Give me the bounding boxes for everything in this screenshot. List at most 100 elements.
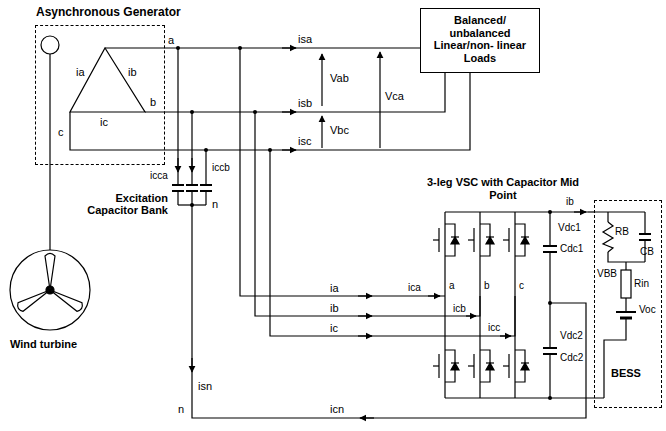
signal-label: isb bbox=[298, 97, 312, 109]
signal-label: Voc bbox=[639, 304, 656, 315]
current-arrow bbox=[177, 158, 178, 172]
signal-label: Vdc1 bbox=[558, 222, 581, 233]
generator-box: Asynchronous Generator bbox=[35, 25, 165, 165]
wire bbox=[192, 205, 586, 418]
igbt-switch bbox=[521, 363, 529, 370]
wire bbox=[165, 150, 418, 336]
wire bbox=[105, 47, 165, 48]
wire bbox=[70, 48, 145, 112]
wire bbox=[621, 270, 631, 298]
signal-label: Vbc bbox=[330, 124, 349, 136]
capacitor-plate bbox=[616, 311, 636, 313]
load-box: Balanced/ unbalanced Linear/non- linear … bbox=[420, 8, 540, 73]
wind-turbine bbox=[41, 36, 59, 54]
signal-label: VBB bbox=[597, 268, 617, 279]
igbt-switch bbox=[451, 236, 459, 237]
igbt-switch bbox=[486, 237, 494, 244]
wire bbox=[607, 212, 608, 222]
signal-label: icn bbox=[330, 403, 344, 415]
junction-dot bbox=[548, 301, 552, 305]
junction-dot bbox=[548, 210, 552, 214]
wire bbox=[625, 262, 626, 270]
junction-dot bbox=[548, 396, 552, 400]
signal-label: ic bbox=[330, 322, 338, 334]
wire bbox=[177, 48, 178, 205]
capacitor-plate bbox=[639, 234, 651, 240]
signal-label: b bbox=[150, 96, 156, 108]
junction-dot bbox=[176, 46, 552, 400]
current-arrow bbox=[358, 295, 372, 296]
wire bbox=[445, 211, 588, 212]
signal-label: ib bbox=[128, 66, 137, 78]
wire bbox=[445, 212, 515, 398]
signal-label: c bbox=[58, 126, 64, 138]
signal-label: Excitation Capacitor Bank bbox=[68, 192, 168, 216]
signal-label: isc bbox=[298, 135, 311, 147]
igbt-switch bbox=[521, 236, 529, 237]
current-arrow bbox=[178, 48, 586, 418]
igbt-switch bbox=[451, 237, 459, 244]
signal-label: RB bbox=[615, 226, 629, 237]
node-title: Asynchronous Generator bbox=[36, 6, 181, 20]
junction-dot bbox=[190, 110, 194, 114]
igbt-switch bbox=[451, 362, 459, 363]
current-arrow bbox=[321, 116, 322, 148]
capacitor-plate bbox=[172, 185, 184, 191]
signal-label: n bbox=[212, 198, 218, 210]
wind-turbine bbox=[10, 36, 90, 330]
signal-label: Cdc1 bbox=[560, 243, 583, 254]
current-arrow bbox=[282, 149, 296, 150]
capacitor-plate bbox=[543, 246, 557, 252]
signal-label: icca bbox=[150, 170, 168, 181]
capacitor-plate bbox=[200, 185, 212, 191]
signal-label: a bbox=[168, 34, 174, 46]
wire bbox=[604, 318, 626, 398]
signal-label: ib bbox=[330, 302, 339, 314]
wire bbox=[240, 48, 445, 296]
current-arrow bbox=[191, 158, 192, 172]
igbt-switch bbox=[433, 239, 439, 240]
igbt-switch bbox=[468, 239, 474, 240]
current-arrow bbox=[321, 54, 322, 106]
wire bbox=[165, 47, 420, 48]
node-title: 3-leg VSC with Capacitor Mid Point bbox=[418, 176, 588, 201]
capacitor-plate bbox=[620, 317, 632, 320]
signal-label: Rin bbox=[634, 278, 649, 289]
signal-label: c bbox=[519, 280, 524, 291]
wire bbox=[418, 296, 515, 336]
current-arrow bbox=[466, 315, 476, 316]
igbt-switch bbox=[433, 365, 439, 366]
igbt-switch bbox=[451, 363, 459, 370]
wind-turbine bbox=[48, 286, 85, 313]
wire bbox=[145, 40, 445, 112]
igbt-switch bbox=[503, 365, 509, 366]
signal-label: CB bbox=[640, 246, 654, 257]
igbt-switch bbox=[486, 236, 494, 237]
signal-label: n bbox=[178, 403, 184, 415]
capacitor-plate bbox=[543, 348, 557, 354]
junction-dot bbox=[253, 110, 257, 114]
wire bbox=[608, 252, 645, 262]
wire bbox=[70, 40, 645, 418]
node-title: BESS bbox=[611, 367, 641, 380]
node-title: Balanced/ unbalanced Linear/non- linear … bbox=[421, 9, 539, 70]
signal-label: a bbox=[449, 280, 455, 291]
wire bbox=[603, 222, 613, 252]
signal-label: b bbox=[484, 280, 490, 291]
signal-label: Wind turbine bbox=[10, 338, 77, 350]
current-arrow bbox=[360, 417, 374, 418]
junction-dot bbox=[190, 203, 194, 207]
current-arrow bbox=[428, 295, 440, 296]
igbt-switch bbox=[468, 365, 474, 366]
wire bbox=[594, 211, 645, 212]
signal-label: isn bbox=[198, 380, 212, 392]
wind-turbine bbox=[16, 286, 53, 313]
signal-label: iccb bbox=[212, 162, 230, 173]
wind-turbine bbox=[45, 254, 55, 291]
signal-label: ic bbox=[100, 116, 108, 128]
signal-label: ib bbox=[566, 196, 574, 207]
wire bbox=[205, 150, 206, 205]
capacitor-plate bbox=[172, 185, 651, 354]
current-arrow bbox=[379, 52, 380, 148]
converter-block: 3-leg VSC with Capacitor Mid Point bbox=[418, 176, 588, 404]
